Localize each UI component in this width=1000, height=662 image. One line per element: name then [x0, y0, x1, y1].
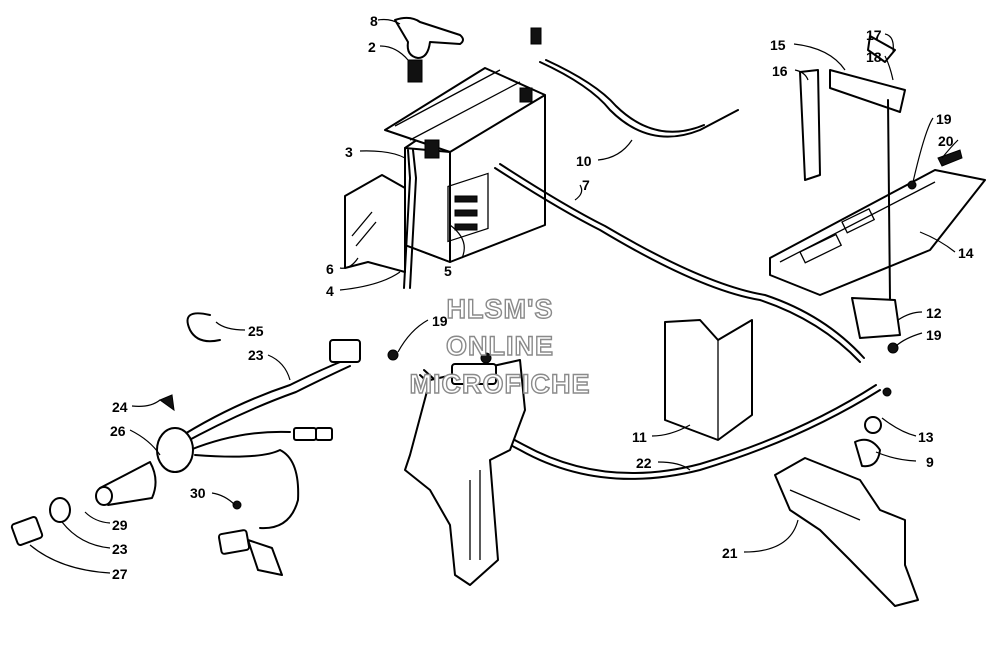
callout-10: 10 — [576, 153, 592, 169]
callout-20: 20 — [938, 133, 954, 149]
callouts: 8 2 3 6 4 5 10 7 15 16 17 18 19 20 14 12… — [110, 13, 974, 582]
callout-19-left: 19 — [432, 313, 448, 329]
wire-harness — [174, 339, 361, 530]
callout-24: 24 — [112, 399, 128, 415]
callout-2: 2 — [368, 39, 376, 55]
retaining-ring — [186, 312, 221, 343]
clamp — [851, 149, 963, 354]
watermark-line-2: ONLINE — [446, 331, 554, 361]
callout-17: 17 — [866, 27, 882, 43]
callout-27: 27 — [112, 566, 128, 582]
leader-lines — [29, 18, 959, 574]
callout-9: 9 — [926, 454, 934, 470]
negative-cable — [494, 163, 865, 363]
callout-16: 16 — [772, 63, 788, 79]
callout-19-top: 19 — [936, 111, 952, 127]
battery-strap — [403, 149, 417, 289]
callout-7: 7 — [582, 177, 590, 193]
positive-cable — [539, 59, 739, 138]
callout-29: 29 — [112, 517, 128, 533]
callout-30: 30 — [190, 485, 206, 501]
support-bracket — [774, 457, 919, 607]
callout-23-top: 23 — [248, 347, 264, 363]
callout-14: 14 — [958, 245, 974, 261]
callout-5: 5 — [444, 263, 452, 279]
hold-down-bracket — [829, 35, 906, 113]
callout-22: 22 — [636, 455, 652, 471]
callout-21: 21 — [722, 545, 738, 561]
callout-6: 6 — [326, 261, 334, 277]
callout-4: 4 — [326, 283, 334, 299]
callout-25: 25 — [248, 323, 264, 339]
battery-tray — [769, 169, 986, 296]
watermark-line-3: MICROFICHE — [410, 369, 591, 399]
callout-18: 18 — [866, 49, 882, 65]
terminal-bolt — [407, 27, 542, 83]
watermark: HLSM'S ONLINE MICROFICHE — [409, 293, 591, 399]
nuts — [854, 387, 892, 468]
callout-12: 12 — [926, 305, 942, 321]
battery-box-side — [344, 174, 406, 273]
battery-terminal-cap — [394, 16, 464, 59]
key-and-nut — [10, 497, 71, 546]
callout-11: 11 — [632, 429, 647, 445]
watermark-line-1: HLSM'S — [447, 294, 554, 324]
callout-8: 8 — [370, 13, 378, 29]
callout-26: 26 — [110, 423, 126, 439]
callout-15: 15 — [770, 37, 786, 53]
callout-23-bottom: 23 — [112, 541, 128, 557]
rod — [799, 69, 891, 301]
ignition-switch — [95, 427, 194, 506]
solenoid-mount — [387, 349, 526, 586]
insulator-pad — [664, 319, 753, 441]
callout-3: 3 — [345, 144, 353, 160]
connector — [158, 394, 283, 576]
callout-13: 13 — [918, 429, 934, 445]
callout-19-mid: 19 — [926, 327, 942, 343]
